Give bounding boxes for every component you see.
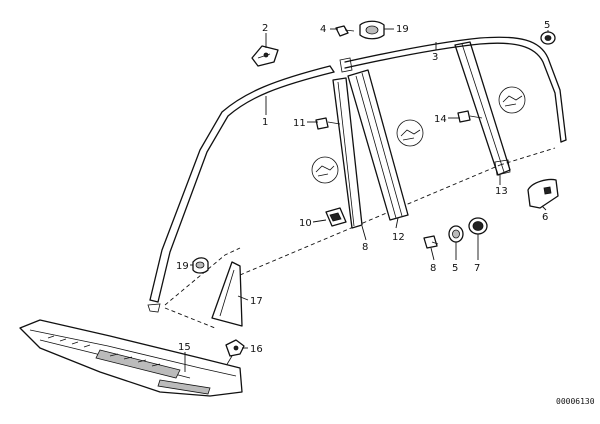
assembly-guide-lines: [164, 147, 556, 329]
callout-1: 1: [262, 117, 268, 128]
part-11-screw: [315, 117, 341, 130]
callout-8: 8: [362, 242, 368, 253]
part-15-cowl-panel: [19, 319, 243, 397]
clip-detail-right: [498, 86, 526, 114]
part-14-screw: [457, 110, 483, 123]
part-16-connector: [225, 339, 245, 367]
callout-14: 14: [434, 114, 447, 125]
callout-11: 11: [293, 118, 306, 129]
clip-detail-left: [311, 156, 339, 184]
part-3-roof-moulding: [339, 36, 567, 143]
callout-2: 2: [262, 23, 268, 34]
part-13-rear-guide: [454, 41, 511, 176]
part-19-plug-lower: [192, 257, 209, 274]
leader-lines: [184, 28, 549, 372]
part-6-corner-cover: [527, 178, 559, 209]
part-4-screw: [335, 25, 355, 37]
part-8-b-pillar-trim: [332, 77, 363, 229]
callout-12: 12: [392, 232, 405, 243]
callout-15: 15: [178, 342, 191, 353]
callout-8-small: 8: [430, 263, 436, 274]
callout-3: 3: [432, 52, 438, 63]
callout-5: 5: [452, 263, 458, 274]
callout-13: 13: [495, 186, 508, 197]
callout-4: 4: [320, 24, 326, 35]
part-2-clip: [251, 45, 279, 67]
callout-6: 6: [542, 212, 548, 223]
part-7-cap: [468, 217, 488, 235]
callout-labels: 2 4 19 3 5 1 11 14 10 8 12 13 6 8 5 7 19…: [176, 20, 550, 355]
reference-code: 00006130: [556, 397, 595, 406]
callout-10: 10: [299, 218, 312, 229]
callout-7: 7: [474, 263, 480, 274]
part-1-pillar-moulding: [147, 65, 335, 313]
part-8-bolt: [423, 235, 439, 249]
part-17-triangle-panel: [211, 261, 243, 327]
clip-detail-middle: [396, 119, 424, 147]
part-5-grommet-top: [540, 31, 556, 45]
callout-19-lower: 19: [176, 261, 189, 272]
part-5-grommet: [448, 225, 464, 243]
part-12-b-pillar-cover: [347, 69, 409, 221]
part-10-clip: [325, 207, 347, 227]
callout-5-top: 5: [544, 20, 550, 31]
part-19-plug-top: [359, 20, 385, 40]
callout-19-top: 19: [396, 24, 409, 35]
callout-17: 17: [250, 296, 263, 307]
callout-16: 16: [250, 344, 263, 355]
